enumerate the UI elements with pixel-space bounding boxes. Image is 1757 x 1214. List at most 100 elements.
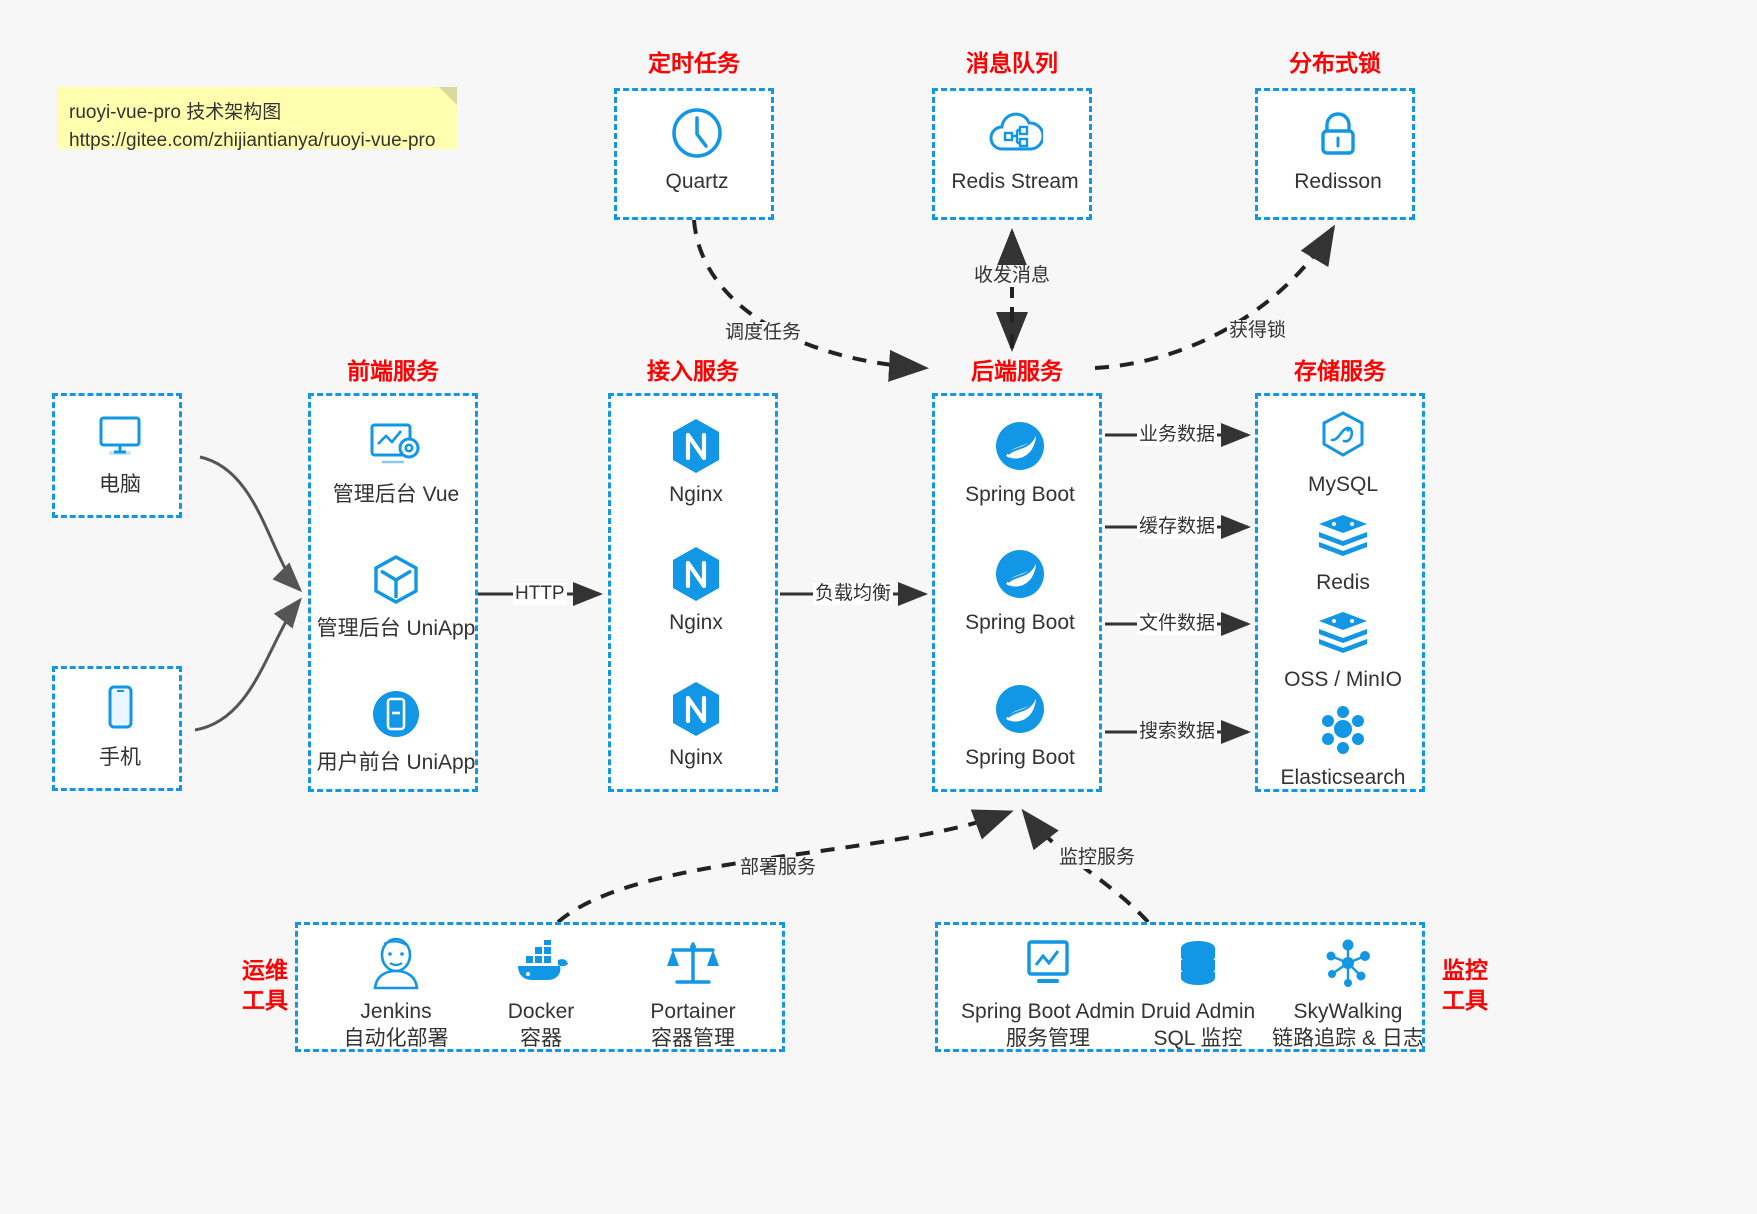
- node-label: 管理后台 Vue: [332, 483, 460, 506]
- node-spring-boot-admin[interactable]: Spring Boot Admin 服务管理: [953, 935, 1143, 1052]
- elasticsearch-icon: [1258, 701, 1428, 757]
- database-icon: [1113, 935, 1283, 991]
- group-box-frontend: 管理后台 Vue 管理后台 UniApp 用户前台 UniApp: [308, 393, 478, 792]
- node-spring-boot-1[interactable]: Spring Boot: [935, 418, 1105, 508]
- node-label: Elasticsearch: [1280, 766, 1406, 789]
- group-title-gateway: 接入服务: [647, 358, 739, 384]
- node-label: Redisson: [1294, 170, 1382, 193]
- spring-boot-icon: [935, 418, 1105, 474]
- note-url: https://gitee.com/zhijiantianya/ruoyi-vu…: [69, 130, 436, 151]
- group-box-backend: Spring Boot Spring Boot Spring Boot: [932, 393, 1102, 792]
- node-admin-vue[interactable]: 管理后台 Vue: [311, 418, 481, 508]
- spring-boot-icon: [935, 546, 1105, 602]
- node-sublabel: SQL 监控: [1153, 1027, 1243, 1050]
- group-box-scheduled-task: Quartz: [614, 88, 774, 220]
- node-mysql[interactable]: MySQL: [1258, 408, 1428, 498]
- node-label: 管理后台 UniApp: [316, 617, 476, 640]
- node-nginx-1[interactable]: Nginx: [611, 418, 781, 508]
- node-quartz[interactable]: Quartz: [612, 105, 782, 195]
- edge-label-file-data: 文件数据: [1137, 613, 1218, 635]
- node-phone[interactable]: 手机: [35, 681, 205, 771]
- nginx-icon: [611, 546, 781, 602]
- group-title-message-queue: 消息队列: [966, 50, 1058, 76]
- node-nginx-2[interactable]: Nginx: [611, 546, 781, 636]
- group-box-client-pc: 电脑: [52, 393, 182, 518]
- node-pc[interactable]: 电脑: [35, 408, 205, 498]
- group-title-monitor: 监控 工具: [1432, 955, 1498, 1015]
- cloud-network-icon: [930, 105, 1100, 161]
- node-user-uniapp[interactable]: 用户前台 UniApp: [311, 686, 481, 776]
- node-label: SkyWalking: [1293, 1000, 1403, 1023]
- node-spring-boot-2[interactable]: Spring Boot: [935, 546, 1105, 636]
- node-label: 手机: [99, 746, 141, 769]
- node-skywalking[interactable]: SkyWalking 链路追踪 & 日志: [1253, 935, 1443, 1052]
- node-label: Nginx: [669, 483, 723, 506]
- clock-icon: [612, 105, 782, 161]
- node-nginx-3[interactable]: Nginx: [611, 681, 781, 771]
- docker-icon: [456, 935, 626, 991]
- node-docker[interactable]: Docker 容器: [456, 935, 626, 1052]
- node-label: Spring Boot: [965, 483, 1075, 506]
- note-fold-corner: [439, 87, 457, 105]
- lock-icon: [1253, 105, 1423, 161]
- mysql-icon: [1258, 408, 1428, 464]
- nginx-icon: [611, 418, 781, 474]
- edge-label-search-data: 搜索数据: [1137, 721, 1218, 743]
- cube-icon: [311, 552, 481, 608]
- dashboard-gear-icon: [311, 418, 481, 474]
- node-redis[interactable]: Redis: [1258, 506, 1428, 596]
- group-box-storage: MySQL Redis OSS / MinIO Elasticsearch: [1255, 393, 1425, 792]
- node-label: Redis Stream: [951, 170, 1079, 193]
- node-label: Nginx: [669, 746, 723, 769]
- node-label: Nginx: [669, 611, 723, 634]
- oss-icon: [1258, 603, 1428, 659]
- phone-icon: [35, 681, 205, 737]
- node-label: MySQL: [1307, 473, 1378, 496]
- node-druid-admin[interactable]: Druid Admin SQL 监控: [1113, 935, 1283, 1052]
- node-spring-boot-3[interactable]: Spring Boot: [935, 681, 1105, 771]
- group-title-devops: 运维 工具: [232, 955, 298, 1015]
- node-sublabel: 容器管理: [651, 1027, 735, 1050]
- group-box-message-queue: Redis Stream: [932, 88, 1092, 220]
- node-label: Redis: [1316, 571, 1370, 594]
- edge-label-load-balance: 负载均衡: [813, 583, 894, 605]
- group-title-devops-line1: 运维: [242, 957, 288, 983]
- node-label: Docker: [507, 1000, 575, 1023]
- group-title-frontend: 前端服务: [347, 358, 439, 384]
- monitor-chart-icon: [953, 935, 1143, 991]
- scales-icon: [608, 935, 778, 991]
- edge-label-cache-data: 缓存数据: [1137, 516, 1218, 538]
- node-admin-uniapp[interactable]: 管理后台 UniApp: [311, 552, 481, 642]
- group-title-storage: 存储服务: [1294, 358, 1386, 384]
- mobile-app-icon: [311, 686, 481, 742]
- node-sublabel: 链路追踪 & 日志: [1272, 1027, 1424, 1050]
- node-redisson[interactable]: Redisson: [1253, 105, 1423, 195]
- node-jenkins[interactable]: Jenkins 自动化部署: [311, 935, 481, 1052]
- edge-label-acquire-lock: 获得锁: [1227, 320, 1289, 342]
- node-redis-stream[interactable]: Redis Stream: [930, 105, 1100, 195]
- node-oss-minio[interactable]: OSS / MinIO: [1258, 603, 1428, 693]
- node-elasticsearch[interactable]: Elasticsearch: [1258, 701, 1428, 791]
- node-label: Spring Boot: [965, 611, 1075, 634]
- node-label: Druid Admin: [1140, 1000, 1256, 1023]
- spring-boot-icon: [935, 681, 1105, 737]
- group-title-distributed-lock: 分布式锁: [1289, 50, 1381, 76]
- node-label: Spring Boot Admin: [961, 1000, 1135, 1023]
- group-box-monitor: Spring Boot Admin 服务管理 Druid Admin SQL 监…: [935, 922, 1425, 1052]
- node-portainer[interactable]: Portainer 容器管理: [608, 935, 778, 1052]
- node-label: OSS / MinIO: [1284, 668, 1402, 691]
- diagram-note: ruoyi-vue-pro 技术架构图 https://gitee.com/zh…: [57, 87, 457, 151]
- group-title-backend: 后端服务: [971, 358, 1063, 384]
- jenkins-icon: [311, 935, 481, 991]
- edge-label-monitor-service: 监控服务: [1057, 847, 1138, 869]
- node-label: 电脑: [99, 473, 141, 496]
- node-sublabel: 服务管理: [1006, 1027, 1090, 1050]
- node-label: Jenkins: [360, 1000, 432, 1023]
- group-box-distributed-lock: Redisson: [1255, 88, 1415, 220]
- group-box-devops: Jenkins 自动化部署 Docker 容器 Portainer 容器管理: [295, 922, 785, 1052]
- group-title-monitor-line1: 监控: [1442, 957, 1488, 983]
- redis-icon: [1258, 506, 1428, 562]
- edge-label-send-receive-message: 收发消息: [972, 265, 1053, 287]
- skywalking-icon: [1253, 935, 1443, 991]
